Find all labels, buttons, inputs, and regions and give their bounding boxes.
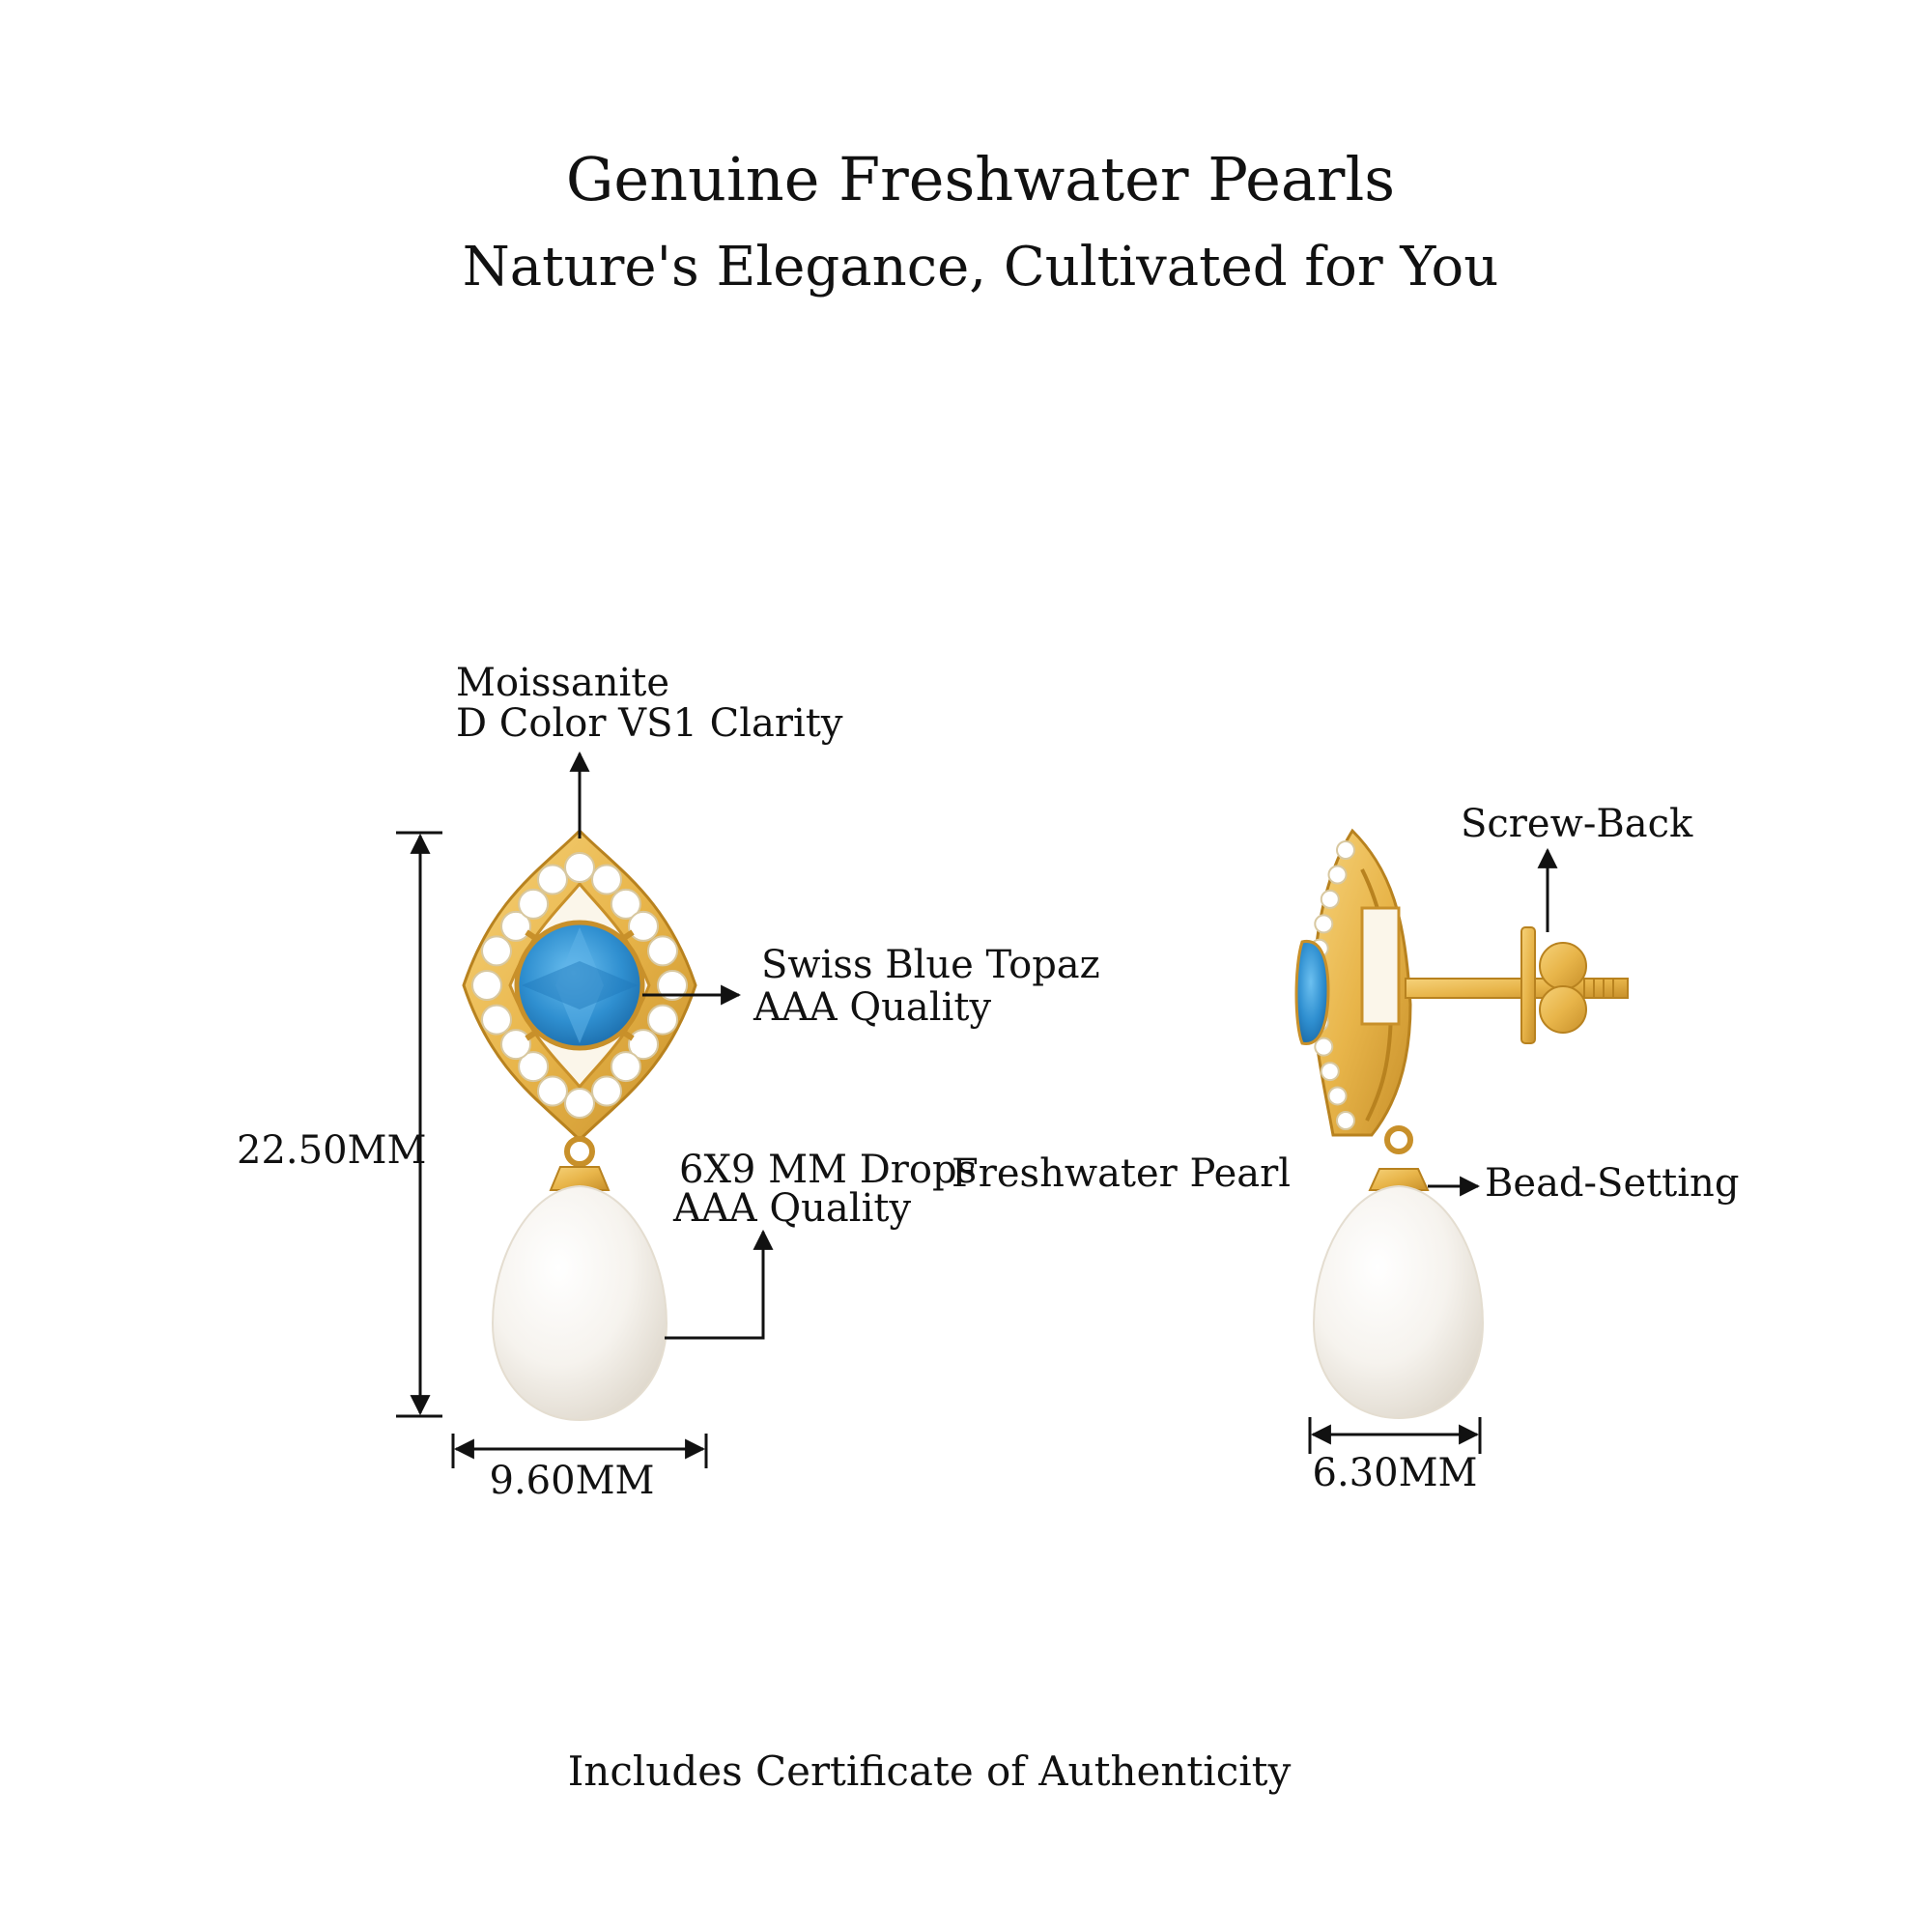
freshwater-pearl bbox=[491, 1184, 668, 1422]
screw-back-label: Screw-Back bbox=[1461, 802, 1693, 846]
side-moissanite-stone bbox=[1336, 1111, 1355, 1130]
moissanite-stone bbox=[610, 888, 641, 920]
moissanite-stone bbox=[591, 1075, 622, 1107]
side-topaz bbox=[1294, 940, 1330, 1045]
pearl-arrow bbox=[665, 1229, 774, 1340]
moissanite-stone bbox=[610, 1051, 641, 1083]
bail-ring bbox=[564, 1136, 595, 1167]
page-title: Genuine Freshwater Pearls bbox=[565, 144, 1396, 214]
moissanite-grade-label: D Color VS1 Clarity bbox=[456, 701, 843, 746]
topaz-quality-label: AAA Quality bbox=[753, 985, 992, 1030]
moissanite-stone bbox=[564, 852, 595, 883]
moissanite-stone bbox=[591, 864, 622, 895]
certificate-note: Includes Certificate of Authenticity bbox=[567, 1747, 1292, 1795]
halo-moissanite-stones bbox=[471, 852, 688, 1119]
side-moissanite-stone bbox=[1314, 914, 1334, 934]
front-earring bbox=[462, 828, 697, 1422]
moissanite-stone bbox=[518, 1051, 550, 1083]
pearl-size-label: 6X9 MM Drops bbox=[679, 1148, 978, 1192]
topaz-label: Swiss Blue Topaz bbox=[761, 943, 1100, 987]
side-earring bbox=[1294, 828, 1629, 1420]
moissanite-stone bbox=[500, 910, 531, 942]
screw-back bbox=[1520, 926, 1536, 1044]
moissanite-stone bbox=[564, 1088, 595, 1119]
moissanite-stone bbox=[657, 970, 688, 1001]
moissanite-label: Moissanite bbox=[456, 661, 670, 705]
side-width-label: 6.30MM bbox=[1312, 1451, 1478, 1495]
pearl-cap bbox=[549, 1166, 611, 1191]
moissanite-stone bbox=[647, 935, 678, 967]
side-moissanite-stone bbox=[1336, 840, 1355, 860]
moissanite-stone bbox=[537, 864, 568, 895]
pearl-quality-label: AAA Quality bbox=[673, 1186, 912, 1231]
bead-setting-label: Bead-Setting bbox=[1485, 1161, 1740, 1206]
side-moissanite-stone bbox=[1320, 889, 1340, 909]
moissanite-stone bbox=[481, 1004, 512, 1036]
front-width-label: 9.60MM bbox=[489, 1459, 655, 1503]
annotation-lines bbox=[396, 751, 1558, 1468]
moissanite-stone bbox=[628, 1029, 659, 1061]
page-subtitle: Nature's Elegance, Cultivated for You bbox=[462, 236, 1499, 298]
side-moissanite-stone bbox=[1327, 1086, 1348, 1106]
post-thread bbox=[1583, 979, 1614, 998]
side-moissanite-stone bbox=[1314, 1037, 1334, 1057]
moissanite-stone bbox=[537, 1075, 568, 1107]
moissanite-stone bbox=[500, 1029, 531, 1061]
pearl-type-label: Freshwater Pearl bbox=[952, 1151, 1292, 1196]
side-moissanite-stone bbox=[1320, 1062, 1340, 1082]
moissanite-stone bbox=[518, 888, 550, 920]
height-label: 22.50MM bbox=[237, 1128, 427, 1173]
side-moissanite-stone bbox=[1327, 865, 1348, 885]
moissanite-stone bbox=[647, 1004, 678, 1036]
side-pearl-cap bbox=[1368, 1168, 1430, 1191]
moissanite-stone bbox=[628, 910, 659, 942]
moissanite-stone bbox=[471, 970, 502, 1001]
moissanite-stone bbox=[481, 935, 512, 967]
side-freshwater-pearl bbox=[1312, 1184, 1485, 1420]
